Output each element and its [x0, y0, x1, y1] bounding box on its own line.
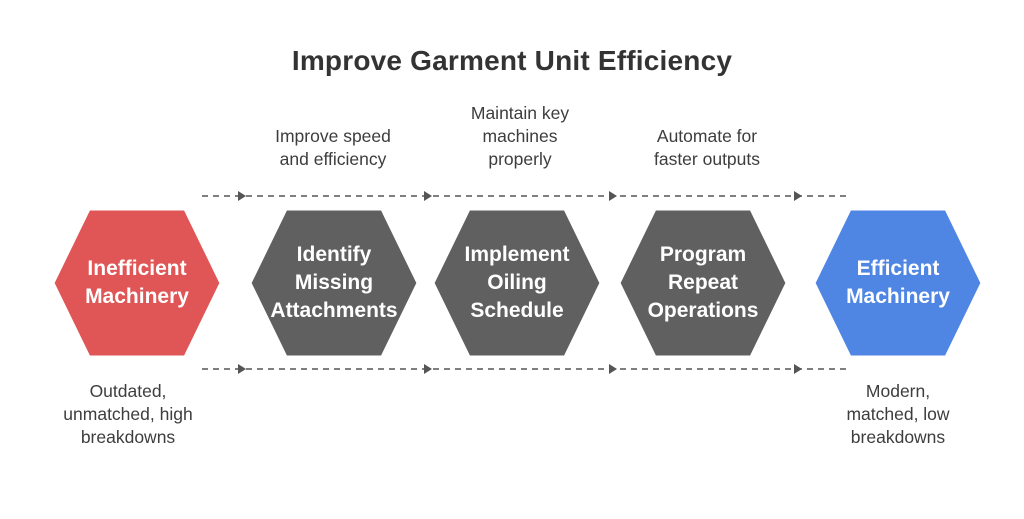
node-label-line: Repeat — [667, 271, 739, 294]
node-label-line: Efficient — [856, 257, 940, 280]
node-label-line: Implement — [464, 243, 570, 266]
caption-line: matched, low — [846, 404, 950, 424]
caption-line: Improve speed — [275, 126, 391, 146]
caption-line: unmatched, high — [63, 404, 193, 424]
end-caption: Modern, matched, low breakdowns — [846, 380, 949, 449]
node-label-line: Oiling — [487, 271, 547, 294]
caption-line: Outdated, — [89, 381, 167, 401]
node-label-line: Machinery — [846, 285, 950, 308]
caption-line: properly — [488, 149, 552, 169]
caption-line: and efficiency — [279, 149, 387, 169]
arrow-right-icon — [794, 364, 802, 374]
caption-line: Maintain key — [470, 103, 570, 123]
arrow-right-icon — [609, 364, 617, 374]
step-3-caption: Automate for faster outputs — [654, 125, 760, 171]
arrow-right-icon — [238, 191, 246, 201]
node-label-line: Missing — [294, 271, 374, 294]
caption-line: Modern, — [865, 381, 931, 401]
node-label-line: Attachments — [270, 299, 398, 322]
arrow-right-icon — [424, 191, 432, 201]
node-label-line: Machinery — [85, 285, 189, 308]
node-label-line: Operations — [647, 299, 759, 322]
step-3-node-hexagon — [617, 207, 789, 359]
step-2-node-hexagon — [431, 207, 603, 359]
step-2-caption: Maintain key machines properly — [471, 102, 569, 171]
start-caption: Outdated, unmatched, high breakdowns — [63, 380, 192, 449]
top-connector-line — [202, 191, 848, 201]
node-label-line: Inefficient — [87, 257, 187, 280]
caption-line: machines — [482, 126, 558, 146]
end-node-hexagon — [812, 207, 984, 359]
arrow-right-icon — [609, 191, 617, 201]
caption-line: Automate for — [656, 126, 758, 146]
node-label-line: Schedule — [470, 299, 564, 322]
arrow-right-icon — [794, 191, 802, 201]
caption-line: breakdowns — [850, 427, 946, 447]
node-label-line: Identify — [296, 243, 372, 266]
bottom-connector-line — [202, 364, 848, 374]
node-label-line: Program — [659, 243, 747, 266]
step-1-caption: Improve speed and efficiency — [275, 125, 391, 171]
diagram-title: Improve Garment Unit Efficiency — [291, 45, 733, 76]
arrow-right-icon — [238, 364, 246, 374]
caption-line: faster outputs — [653, 149, 761, 169]
caption-line: breakdowns — [80, 427, 176, 447]
arrow-right-icon — [424, 364, 432, 374]
start-node-hexagon — [51, 207, 223, 359]
step-1-node-hexagon — [248, 207, 420, 359]
